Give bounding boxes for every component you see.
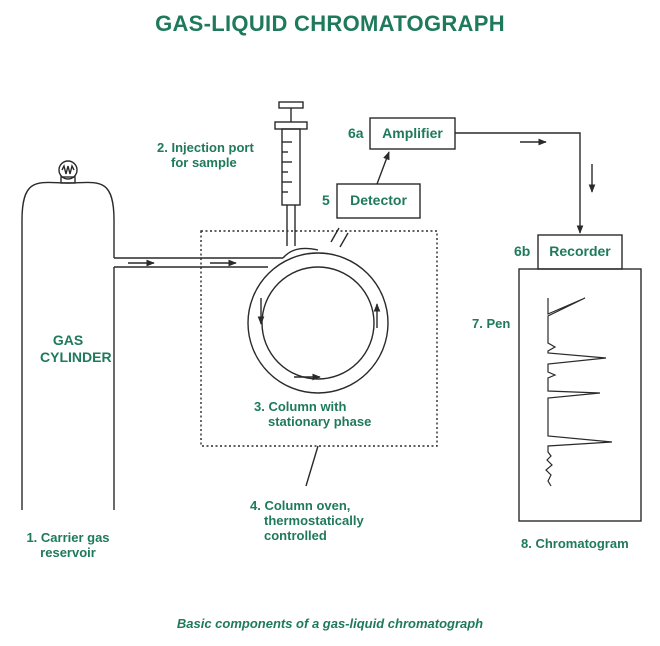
amplifier-number: 6a [348,125,364,141]
chromatogram-label: 8. Chromatogram [521,536,629,551]
detector-to-amplifier-arrow [376,151,390,185]
carrier-gas-label-line2: reservoir [40,545,96,560]
pen-label: 7. Pen [472,316,511,331]
amplifier-to-recorder-line [455,132,584,234]
column-oven-label-line1: 4. Column oven, [250,498,351,513]
carrier-gas-label-line1: 1. Carrier gas [26,530,110,545]
recorder-number: 6b [514,243,531,259]
gas-cylinder-label-line2: CYLINDER [40,349,112,365]
carrier-gas-label: 1. Carrier gas reservoir [8,530,128,560]
column-coil [247,227,389,394]
gas-cylinder [21,160,115,510]
detector-box [336,183,421,219]
column-oven-label-line2: thermostatically [264,513,364,528]
carrier-gas-pipe [114,257,283,268]
column-label-line1: 3. Column with [254,399,347,414]
recorder-paper [518,268,642,522]
column-oven-label: 4. Column oven, thermostatically control… [250,498,364,543]
injection-port-label: 2. Injection port for sample [157,140,254,170]
gas-cylinder-label: GAS CYLINDER [40,332,112,366]
diagram-title: GAS-LIQUID CHROMATOGRAPH [155,11,505,36]
syringe-icon [274,101,308,246]
diagram-caption: Basic components of a gas-liquid chromat… [176,616,484,631]
oven-leader-line [305,445,319,487]
column-oven-box [200,230,438,447]
column-label-line2: stationary phase [268,414,372,429]
injection-port-label-line2: for sample [171,155,237,170]
recorder-label: Recorder [549,243,611,259]
amplifier-label: Amplifier [382,125,443,141]
chromatogram-trace [545,297,613,487]
injection-port-label-line1: 2. Injection port [157,140,254,155]
column-oven-label-line3: controlled [264,528,327,543]
gas-cylinder-label-line1: GAS [52,332,84,348]
detector-label: Detector [350,192,407,208]
detector-number: 5 [322,192,330,208]
column-label: 3. Column with stationary phase [254,399,371,429]
